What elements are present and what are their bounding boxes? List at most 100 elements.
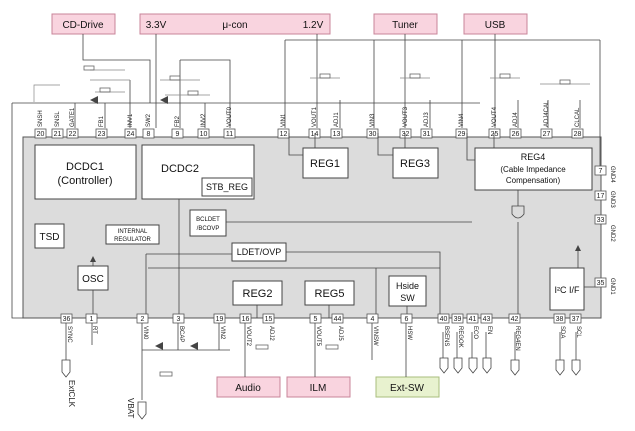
- pin-41-eco: 41 ECO: [466, 313, 479, 339]
- svg-text:41: 41: [469, 316, 477, 323]
- svg-text:5: 5: [314, 316, 318, 323]
- audio-block: Audio: [216, 376, 281, 398]
- svg-text:VOUT4: VOUT4: [492, 106, 498, 127]
- svg-text:25: 25: [491, 131, 499, 138]
- svg-text:38: 38: [556, 316, 564, 323]
- reg4-title: REG4: [521, 152, 546, 162]
- svg-text:SYNC: SYNC: [66, 326, 72, 343]
- svg-text:28: 28: [574, 131, 582, 138]
- dcdc2-title: DCDC2: [161, 163, 199, 175]
- pin-31-adj3: 31 ADJ3: [420, 112, 433, 139]
- hside-line1: Hside: [396, 281, 419, 291]
- ucon-block: 3.3V μ-con 1.2V: [139, 13, 331, 35]
- extclk-label: ExtCLK: [67, 380, 76, 408]
- reg1-label: REG1: [310, 158, 340, 170]
- ilm-block: ILM: [286, 376, 351, 398]
- internal-wiring: [90, 133, 598, 318]
- ext-sw-block: Ext-SW: [375, 376, 440, 398]
- svg-text:43: 43: [483, 316, 491, 323]
- diode-icon: [155, 342, 163, 350]
- osc-label: OSC: [82, 274, 104, 285]
- svg-text:13: 13: [333, 131, 341, 138]
- hside-sw-block: Hside SW: [388, 275, 427, 307]
- stb-reg-box: [201, 177, 253, 197]
- pin-6-hsw: 6 HSW: [400, 313, 413, 340]
- diode-icon: [190, 342, 198, 350]
- svg-text:HSW: HSW: [406, 326, 412, 340]
- pin-9-fb2: 9 FB2: [171, 115, 184, 139]
- pin-43-en: 43 EN: [480, 313, 493, 334]
- svg-text:15: 15: [265, 316, 273, 323]
- svg-text:VIN1: VIN1: [281, 113, 287, 127]
- bcldet-block: BCLDET /BCOVP: [189, 209, 227, 237]
- svg-text:33: 33: [597, 217, 605, 224]
- pin-24-inv1: 24 INV1: [124, 113, 137, 139]
- ext-sw-label: Ext-SW: [390, 383, 424, 394]
- svg-text:ADJ1: ADJ1: [334, 112, 340, 127]
- pin-44-adj5: 44 ADJ5: [331, 313, 344, 341]
- svg-text:20: 20: [37, 131, 45, 138]
- pin-37-scl: 37 SCL: [569, 313, 582, 338]
- svg-text:30: 30: [369, 131, 377, 138]
- svg-text:31: 31: [423, 131, 431, 138]
- reg5-block: REG5: [304, 280, 355, 306]
- pin-11-vout0: 11 VOUT0: [223, 106, 236, 139]
- pin-29-vin4: 29 VIN4: [455, 113, 468, 139]
- pin-42-reg4en: 42 REG4EN: [508, 313, 521, 351]
- svg-text:CLCAL: CLCAL: [575, 107, 581, 127]
- svg-text:17: 17: [597, 193, 605, 200]
- reg4en-io-icon: [510, 359, 520, 376]
- eco-io-icon: [468, 357, 478, 374]
- svg-text:4: 4: [371, 316, 375, 323]
- svg-text:INV1: INV1: [128, 113, 134, 127]
- svg-text:35: 35: [597, 280, 605, 287]
- pin-30-vin3: 30 VIN3: [366, 113, 379, 139]
- tuner-block: Tuner: [373, 13, 438, 35]
- svg-text:7: 7: [599, 168, 603, 175]
- svg-text:21: 21: [54, 131, 62, 138]
- pin-25-vout4: 25 VOUT4: [488, 106, 501, 139]
- pin-8-sw2: 8 SW2: [142, 113, 155, 139]
- reg2-label: REG2: [243, 288, 273, 300]
- svg-text:32: 32: [402, 131, 410, 138]
- svg-text:VIN3: VIN3: [370, 113, 376, 127]
- regok-io-icon: [453, 357, 463, 374]
- svg-text:VOUT2: VOUT2: [245, 326, 251, 347]
- tuner-label: Tuner: [392, 20, 418, 31]
- svg-text:VIN0: VIN0: [142, 326, 148, 340]
- svg-text:VOUT0: VOUT0: [227, 106, 233, 127]
- svg-text:12: 12: [280, 131, 288, 138]
- pin-12-vin1: 12 VIN1: [277, 113, 290, 139]
- en-io-icon: [482, 357, 492, 374]
- pin-10-inv2: 10 INV2: [197, 113, 210, 139]
- pin-13-adj1: 13 ADJ1: [330, 112, 343, 139]
- pin-36-sync: 36 SYNC: [60, 313, 73, 343]
- svg-text:9: 9: [176, 131, 180, 138]
- svg-text:39: 39: [454, 316, 462, 323]
- svg-text:GND3: GND3: [609, 191, 615, 208]
- pin-19-vin2: 19 VIN2: [213, 313, 226, 340]
- svg-text:ADJ5: ADJ5: [337, 326, 343, 341]
- svg-text:27: 27: [543, 131, 551, 138]
- vbat-input-icon: [137, 401, 147, 420]
- pin-22-gate1: 22 GATE1: [66, 107, 79, 139]
- svg-text:37: 37: [572, 316, 580, 323]
- tsd-label: TSD: [40, 232, 60, 243]
- pin-1-rt: 1 RT: [85, 313, 98, 334]
- pin-20-snsh: 20 SNSH: [34, 110, 47, 139]
- dcdc1-title: DCDC1: [66, 161, 104, 173]
- pin-16-vout2: 16 VOUT2: [239, 313, 252, 347]
- bcldet-line2: /BCOVP: [197, 226, 220, 232]
- dcdc1-subtitle: (Controller): [57, 175, 112, 187]
- reg4-line2: (Cable Impedance: [500, 165, 566, 174]
- pin-27-adj4cal: 27 ADJ4CAL: [540, 100, 553, 139]
- svg-text:1: 1: [90, 316, 94, 323]
- diode-icon: [90, 96, 98, 104]
- svg-text:ADJ2: ADJ2: [268, 326, 274, 341]
- svg-text:ECO: ECO: [472, 326, 478, 339]
- io-symbols: ExtCLK VBAT: [61, 332, 581, 420]
- bottom-wiring: [65, 323, 407, 400]
- svg-text:24: 24: [127, 131, 135, 138]
- svg-text:10: 10: [200, 131, 208, 138]
- svg-text:VOUT5: VOUT5: [315, 326, 321, 347]
